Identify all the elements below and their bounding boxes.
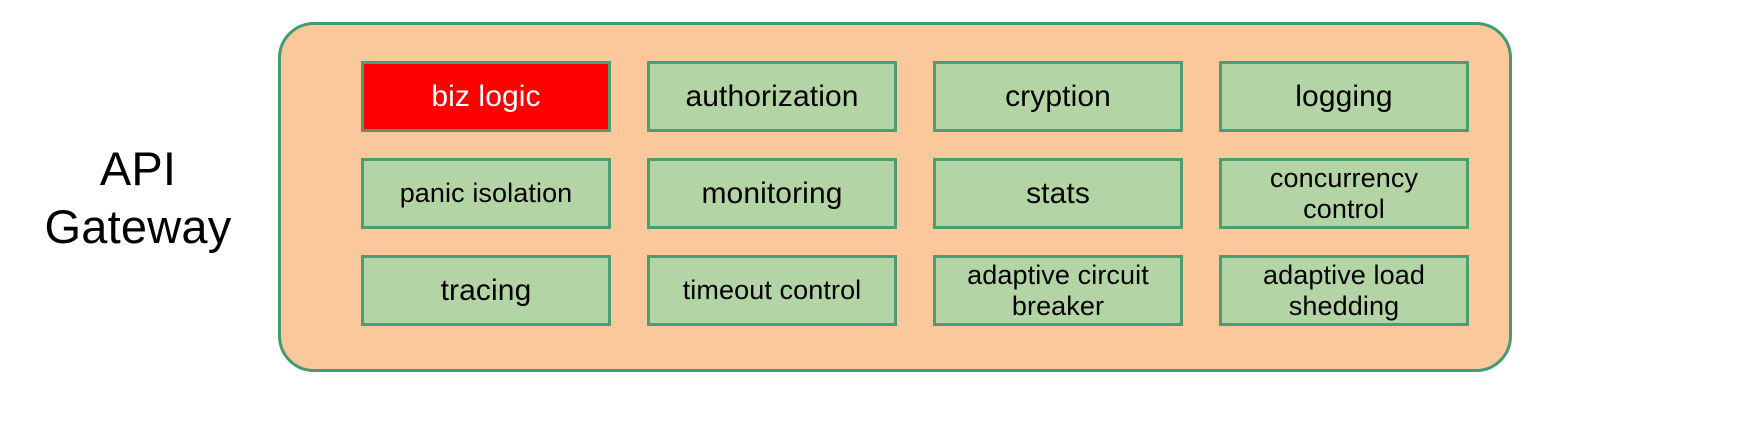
module-box[interactable]: monitoring	[647, 158, 897, 229]
api-gateway-container: biz logic authorization cryption logging pan…	[278, 22, 1512, 372]
module-grid: biz logic authorization cryption logging pan…	[361, 61, 1469, 326]
module-label: logging	[1295, 79, 1393, 113]
module-label: authorization	[685, 79, 859, 113]
module-box[interactable]: timeout control	[647, 255, 897, 326]
module-box[interactable]: cryption	[933, 61, 1183, 132]
module-box[interactable]: adaptive load shedding	[1219, 255, 1469, 326]
module-box[interactable]: biz logic	[361, 61, 611, 132]
module-label: cryption	[1005, 79, 1111, 113]
module-label: panic isolation	[399, 178, 573, 209]
module-label: timeout control	[682, 275, 862, 306]
api-gateway-label: API Gateway	[44, 142, 232, 254]
module-box[interactable]: tracing	[361, 255, 611, 326]
module-box[interactable]: stats	[933, 158, 1183, 229]
module-box[interactable]: logging	[1219, 61, 1469, 132]
module-label: monitoring	[701, 176, 843, 210]
module-box[interactable]: concurrency control	[1219, 158, 1469, 229]
module-label: stats	[1026, 176, 1090, 210]
module-label: concurrency control	[1269, 163, 1419, 224]
module-label: adaptive load shedding	[1263, 260, 1425, 321]
module-label: adaptive circuit breaker	[967, 260, 1149, 321]
module-box[interactable]: authorization	[647, 61, 897, 132]
module-label: biz logic	[431, 79, 541, 113]
module-box[interactable]: panic isolation	[361, 158, 611, 229]
module-label: tracing	[440, 273, 532, 307]
module-box[interactable]: adaptive circuit breaker	[933, 255, 1183, 326]
